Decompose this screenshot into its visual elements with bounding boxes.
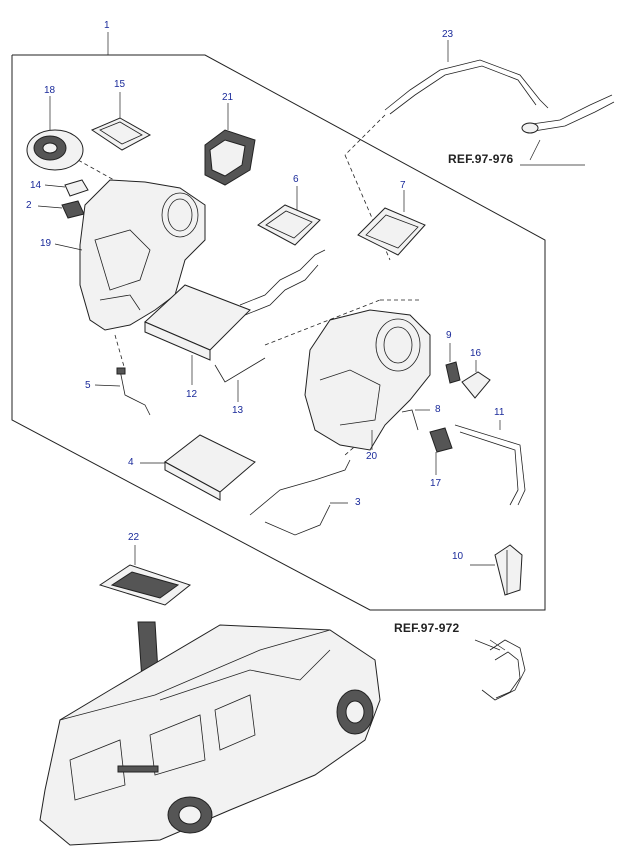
- evaporator-case: [304, 309, 431, 451]
- callout-20: 20: [366, 451, 378, 462]
- callout-11: 11: [494, 407, 505, 418]
- callout-19: 19: [40, 238, 52, 249]
- callout-2: 2: [26, 200, 32, 211]
- callout-22: 22: [128, 532, 140, 543]
- callout-23: 23: [442, 29, 454, 40]
- callout-12: 12: [186, 389, 198, 400]
- resistor-16: [461, 360, 491, 399]
- reference-label-972: REF.97-972: [394, 621, 460, 635]
- callout-18: 18: [44, 85, 56, 96]
- drain-tray: [140, 434, 256, 501]
- duct: [204, 103, 256, 186]
- callout-8: 8: [435, 404, 441, 415]
- filter-6: [257, 186, 321, 246]
- actuator-17: [429, 427, 453, 475]
- vehicle-illustration: [39, 624, 381, 846]
- callout-5: 5: [85, 380, 91, 391]
- ref-972-leader: [474, 639, 501, 651]
- callout-3: 3: [355, 497, 361, 508]
- callout-1: 1: [104, 20, 110, 31]
- valve-10: [470, 544, 523, 596]
- callout-15: 15: [114, 79, 126, 90]
- pipe-ref-972: [481, 639, 526, 701]
- callout-21: 21: [222, 92, 234, 103]
- sensor-5: [94, 367, 151, 416]
- callout-13: 13: [232, 405, 244, 416]
- wire-harness: [249, 459, 351, 536]
- tubes-11: [454, 420, 526, 506]
- small-filter: [44, 179, 89, 197]
- filter-cover: [90, 92, 152, 151]
- sensor-8: [401, 409, 430, 431]
- blower-motor: [26, 96, 84, 171]
- clip-9: [445, 343, 461, 384]
- filter-7: [357, 190, 426, 256]
- assembly-frame: [11, 32, 546, 611]
- callout-16: 16: [470, 348, 482, 359]
- heater-core: [144, 249, 326, 385]
- pipe-23: [384, 40, 615, 161]
- reference-label-976: REF.97-976: [448, 152, 514, 166]
- callout-4: 4: [128, 457, 134, 468]
- callout-7: 7: [400, 180, 406, 191]
- callout-14: 14: [30, 180, 42, 191]
- callout-17: 17: [430, 478, 442, 489]
- callout-10: 10: [452, 551, 464, 562]
- wire-13: [214, 357, 266, 402]
- control-unit: [98, 545, 192, 606]
- callout-9: 9: [446, 330, 452, 341]
- actuator-2: [37, 200, 85, 219]
- callout-6: 6: [293, 174, 299, 185]
